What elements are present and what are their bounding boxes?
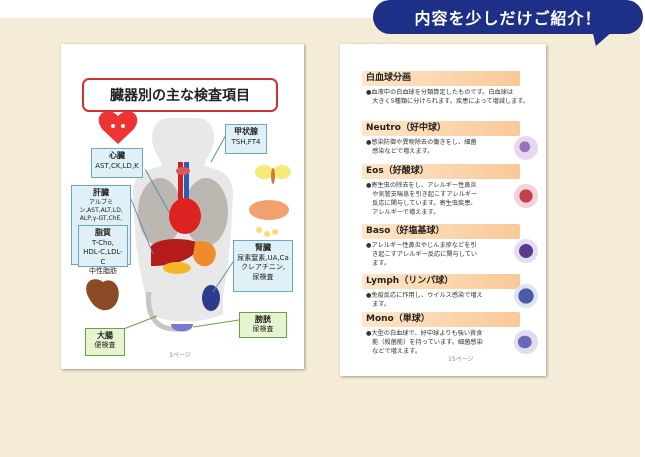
section-description: ●感染防御や異物除去の働きをし、細菌 感染などで増えます。 bbox=[366, 139, 477, 157]
kidney-items-2: クレアチニン, bbox=[240, 263, 286, 272]
heart-label: 心臓 AST,CK,LD,K bbox=[91, 148, 143, 178]
stomach-organ bbox=[193, 241, 216, 267]
pointer-line bbox=[144, 168, 170, 213]
bladder-items: 尿検査 bbox=[252, 325, 274, 334]
lipid-items-3: 中性脂肪 bbox=[89, 267, 117, 276]
desc-line: などで増えます。 bbox=[366, 347, 421, 355]
section-description: ●免疫反応に作用し、ウイルス感染で増え ます。 bbox=[366, 292, 483, 310]
pointer-line bbox=[128, 193, 154, 255]
colon-name: 大腸 bbox=[97, 331, 113, 340]
kidney-items-3: 尿検査 bbox=[252, 272, 274, 281]
lipid-items-1: T-Cho, bbox=[92, 238, 114, 247]
lymphocyte-image bbox=[514, 284, 538, 308]
left-lung bbox=[138, 178, 182, 246]
colon-label: 大腸 便検査 bbox=[85, 328, 125, 356]
liver-label: 肝臓 アルブミン,AST,ALT,LD, ALP,γ-GT,ChE, 脂質 T-… bbox=[71, 185, 131, 275]
bladder-organ bbox=[171, 324, 193, 332]
section-heading: Baso（好塩基球） bbox=[362, 224, 520, 239]
desc-line: 能（殺菌能）を持っています。細菌感染 bbox=[366, 338, 483, 346]
liver-name: 肝臓 bbox=[93, 188, 109, 197]
thyroid-label: 甲状腺 TSH,FT4 bbox=[225, 124, 267, 154]
desc-line: 感染などで増えます。 bbox=[366, 147, 434, 155]
desc-line: や気管支喘息を引き起こすアレルギー bbox=[366, 190, 478, 198]
heart-items: AST,CK,LD,K bbox=[95, 161, 139, 170]
pointer-line bbox=[192, 319, 240, 328]
heart-mascot-icon bbox=[98, 111, 138, 144]
desc-line: ます。 bbox=[366, 300, 391, 308]
kidney-label: 腎臓 尿素窒素,UA,Ca クレアチニン, 尿検査 bbox=[233, 240, 293, 292]
desc-line: ●血液中の白血球を分類算定したものです。白血球は bbox=[366, 89, 514, 96]
desc-line: き起こすアレルギー反応に関与してい bbox=[366, 250, 478, 258]
section-description: ●寄生虫の除去をし、アレルギー性鼻炎 や気管支喘息を引き起こすアレルギー 反応に… bbox=[366, 182, 477, 218]
page-number: 3ページ bbox=[169, 352, 191, 359]
pointer-line bbox=[210, 134, 227, 163]
pancreas-organ bbox=[163, 262, 191, 274]
section-description: ●大型の白血球で、好中球よりも強い貪食 能（殺菌能）を持っています。細菌感染 な… bbox=[366, 330, 483, 357]
neutrophil-image bbox=[514, 136, 538, 160]
section-heading: Mono（単球） bbox=[362, 312, 520, 327]
speech-bubble-tail bbox=[587, 30, 615, 46]
liver-mascot-icon bbox=[86, 279, 119, 311]
kidney-organ bbox=[202, 285, 220, 311]
kidney-name: 腎臓 bbox=[255, 243, 271, 252]
vein bbox=[184, 162, 189, 222]
section-heading: 白血球分画 bbox=[362, 71, 520, 86]
desc-line: 大きく5種類に分けられます。疾患によって増減します。 bbox=[366, 97, 530, 105]
page-title: 臓器別の主な検査項目 bbox=[82, 78, 278, 112]
thyroid-items: TSH,FT4 bbox=[231, 137, 261, 146]
liver-items-2: ALP,γ-GT,ChE, bbox=[79, 214, 123, 222]
section-description: ●血液中の白血球を分類算定したものです。白血球は 大きく5種類に分けられます。疾… bbox=[366, 89, 529, 107]
section-description: ●アレルギー性鼻炎やじんま疹などを引 き起こすアレルギー反応に関与してい ます。 bbox=[366, 242, 477, 269]
heart-name: 心臓 bbox=[109, 151, 125, 160]
artery bbox=[178, 162, 183, 222]
bladder-name: 膀胱 bbox=[255, 315, 271, 324]
liver-organ bbox=[151, 239, 201, 266]
desc-line: ます。 bbox=[366, 259, 391, 267]
desc-line: ●免疫反応に作用し、ウイルス感染で増え bbox=[366, 292, 483, 299]
banner-text: 内容を少しだけご紹介！ bbox=[414, 9, 602, 28]
desc-line: ●大型の白血球で、好中球よりも強い貪食 bbox=[366, 330, 483, 337]
thyroid-name: 甲状腺 bbox=[234, 127, 258, 136]
basophil-image bbox=[514, 239, 538, 263]
right-page-preview: 白血球分画 ●血液中の白血球を分類算定したものです。白血球は 大きく5種類に分け… bbox=[340, 44, 546, 376]
desc-line: ●アレルギー性鼻炎やじんま疹などを引 bbox=[366, 242, 477, 249]
liver-items-1: アルブミン,AST,ALT,LD, bbox=[79, 198, 123, 214]
section-heading: Eos（好酸球） bbox=[362, 164, 520, 179]
section-heading: Neutro（好中球） bbox=[362, 121, 520, 136]
left-page-preview: 臓器別の主な検査項目 bbox=[61, 44, 304, 369]
intro-banner: 内容を少しだけご紹介！ bbox=[373, 0, 643, 34]
page-number: 15ページ bbox=[448, 356, 474, 363]
heart-organ bbox=[169, 198, 201, 234]
desc-line: ●感染防御や異物除去の働きをし、細菌 bbox=[366, 139, 477, 146]
butterfly-icon bbox=[255, 165, 273, 179]
bladder-label: 膀胱 尿検査 bbox=[239, 312, 287, 338]
body-illustration bbox=[86, 111, 291, 332]
lipid-items-2: HDL-C,LDL-C bbox=[83, 248, 123, 266]
pointer-line bbox=[212, 261, 234, 293]
desc-line: 反応に関与しています。寄生虫疾患、 bbox=[366, 199, 477, 207]
lipid-name: 脂質 bbox=[95, 228, 111, 238]
lipid-label: 脂質 T-Cho, HDL-C,LDL-C 中性脂肪 bbox=[78, 225, 128, 275]
thyroid-organ bbox=[176, 167, 190, 175]
colon-items: 便検査 bbox=[94, 341, 116, 350]
pointer-line bbox=[120, 315, 158, 331]
eosinophil-image bbox=[514, 184, 538, 208]
food-plate-icon bbox=[249, 200, 289, 220]
desc-line: アレルギーで増えます。 bbox=[366, 208, 440, 216]
section-heading: Lymph（リンパ球） bbox=[362, 274, 520, 289]
kidney-items-1: 尿素窒素,UA,Ca bbox=[237, 253, 289, 262]
desc-line: ●寄生虫の除去をし、アレルギー性鼻炎 bbox=[366, 182, 477, 189]
monocyte-image bbox=[514, 330, 538, 354]
